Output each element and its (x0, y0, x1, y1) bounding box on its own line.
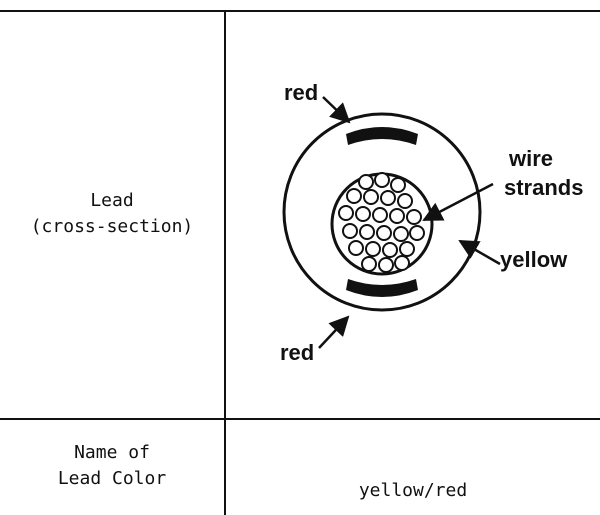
wire-strand (355, 206, 371, 222)
wire-strand (348, 240, 364, 256)
lead-cross-section-label: Lead (cross-section) (30, 190, 194, 237)
wire-strand (406, 209, 422, 225)
wire-strand (397, 193, 413, 209)
red-stripe-top (346, 127, 418, 145)
red-stripe-bottom (346, 279, 418, 297)
wire-strand (394, 255, 410, 271)
lead-color-value: yellow/red (358, 480, 468, 501)
wire-strand (342, 223, 358, 239)
wire-strand (361, 256, 377, 272)
wire-strand (372, 207, 388, 223)
yellow-label: yellow (500, 247, 568, 272)
wire-label-line1: wire (508, 146, 553, 171)
wire-strand (390, 177, 406, 193)
wire-strand (376, 225, 392, 241)
table-top-border (0, 10, 600, 12)
wire-label-line2: strands (504, 175, 583, 200)
row-divider (0, 418, 600, 420)
wire-strand (338, 205, 354, 221)
wire-strand (374, 172, 390, 188)
red-bottom-label: red (280, 340, 314, 365)
wire-strands-arrow (422, 182, 494, 222)
wire-strand (346, 188, 362, 204)
red-bottom-arrow (318, 315, 350, 349)
wire-strand (409, 225, 425, 241)
red-top-label: red (284, 80, 318, 105)
wire-strand (359, 224, 375, 240)
lead-cross-section-diagram: red red wire strands yellow (280, 80, 583, 365)
wire-strand (399, 241, 415, 257)
red-top-arrow (322, 96, 351, 124)
column-divider (224, 10, 226, 515)
wire-strand (380, 190, 396, 206)
wire-strand (382, 242, 398, 258)
lead-color-name-label: Name of Lead Color (57, 442, 167, 489)
wire-strand (358, 174, 374, 190)
wire-strand (389, 208, 405, 224)
yellow-arrow (458, 239, 501, 266)
wire-strand (363, 189, 379, 205)
wire-strands (338, 172, 425, 273)
wire-strand (393, 226, 409, 242)
wire-strand (378, 257, 394, 273)
wire-strand (365, 241, 381, 257)
